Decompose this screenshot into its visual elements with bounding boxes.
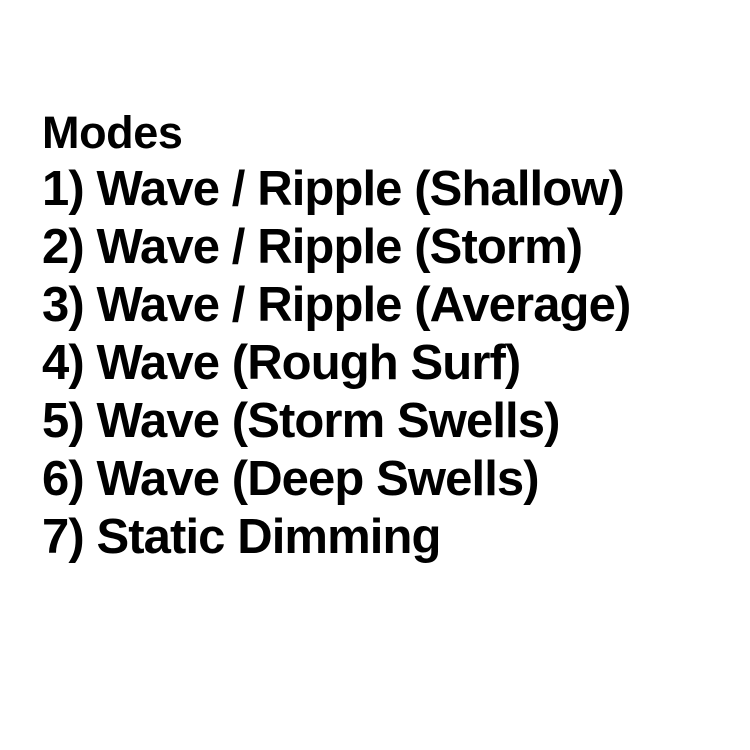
list-item: 1) Wave / Ripple (Shallow) — [42, 160, 742, 218]
list-item: 3) Wave / Ripple (Average) — [42, 276, 742, 334]
mode-label: 4) Wave (Rough Surf) — [42, 336, 521, 390]
mode-label: 1) Wave / Ripple (Shallow) — [42, 162, 625, 216]
mode-label: 6) Wave (Deep Swells) — [42, 452, 540, 506]
list-item: 4) Wave (Rough Surf) — [42, 334, 742, 392]
modes-text-block: Modes 1) Wave / Ripple (Shallow) 2) Wave… — [42, 108, 742, 566]
list-item: 5) Wave (Storm Swells) — [42, 392, 742, 450]
mode-label: 3) Wave / Ripple (Average) — [42, 278, 631, 332]
list-item: 2) Wave / Ripple (Storm) — [42, 218, 742, 276]
mode-label: 2) Wave / Ripple (Storm) — [42, 220, 583, 274]
list-item: 7) Static Dimming — [42, 508, 742, 566]
page-title: Modes — [42, 107, 183, 158]
modes-list: 1) Wave / Ripple (Shallow) 2) Wave / Rip… — [42, 160, 742, 566]
list-item: 6) Wave (Deep Swells) — [42, 450, 742, 508]
mode-label: 7) Static Dimming — [42, 510, 441, 564]
mode-label: 5) Wave (Storm Swells) — [42, 394, 560, 448]
